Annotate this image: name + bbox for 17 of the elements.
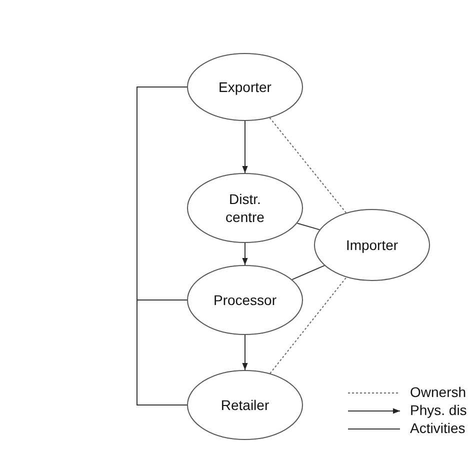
connector-line — [296, 222, 320, 230]
connector-line — [269, 117, 347, 214]
connector-line — [136, 86, 188, 300]
node-label: Processor — [212, 290, 278, 310]
legend-label: Ownersh — [410, 384, 466, 400]
node-label: Importer — [344, 236, 400, 254]
arrow — [242, 334, 248, 370]
connector-line — [270, 276, 347, 374]
node-label: Distr. centre — [224, 190, 266, 226]
legend-label: Activities — [410, 420, 466, 436]
connector-line — [292, 265, 325, 280]
arrow — [242, 120, 248, 174]
arrow — [242, 242, 248, 266]
node-label: Retailer — [220, 396, 270, 414]
node-label: Exporter — [218, 78, 272, 96]
legend-label: Phys. dis — [410, 402, 467, 418]
connector-line — [136, 300, 188, 406]
